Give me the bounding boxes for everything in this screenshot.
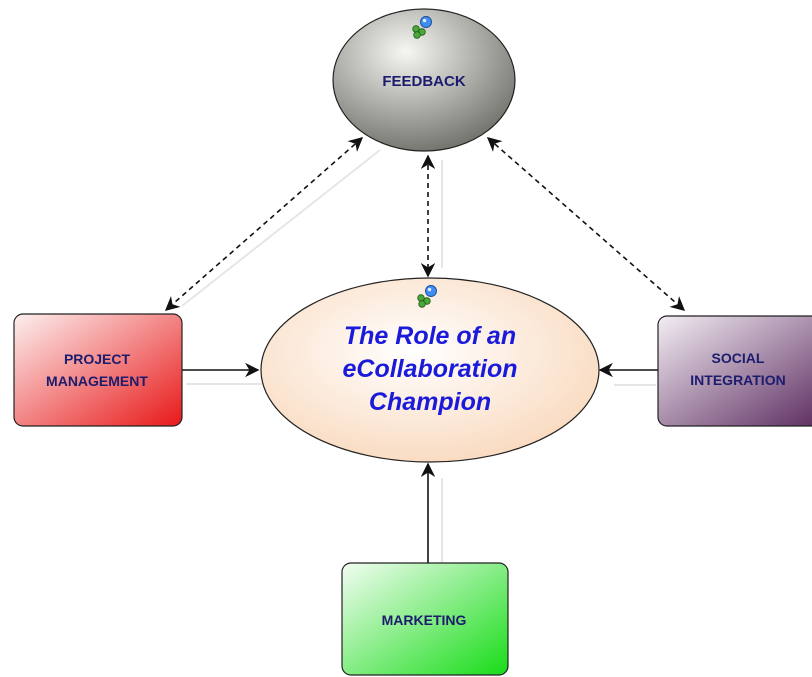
center-label-line-2: eCollaboration xyxy=(342,355,517,383)
center-node[interactable]: The Role of an eCollaboration Champion xyxy=(260,277,600,463)
marketing-node[interactable]: MARKETING xyxy=(341,562,509,676)
marketing-label: MARKETING xyxy=(382,612,467,628)
social-integration-node[interactable]: SOCIAL INTEGRATION xyxy=(657,315,812,427)
feedback-node[interactable]: FEEDBACK xyxy=(332,8,516,152)
social-integration-label-line-2: INTEGRATION xyxy=(690,372,785,388)
social-integration-label-line-1: SOCIAL xyxy=(712,350,765,366)
project-management-label-line-2: MANAGEMENT xyxy=(46,373,148,389)
connector-feedback-project xyxy=(164,137,364,311)
feedback-label: FEEDBACK xyxy=(382,73,466,90)
connectors xyxy=(164,137,686,563)
project-management-node[interactable]: PROJECT MANAGEMENT xyxy=(13,313,183,427)
connector-feedback-social xyxy=(486,137,686,311)
center-label-line-3: Champion xyxy=(369,388,491,416)
center-label-line-1: The Role of an xyxy=(344,322,516,350)
network-nodes-icon xyxy=(412,16,432,39)
project-management-label-line-1: PROJECT xyxy=(64,351,131,367)
network-nodes-icon xyxy=(417,285,437,308)
